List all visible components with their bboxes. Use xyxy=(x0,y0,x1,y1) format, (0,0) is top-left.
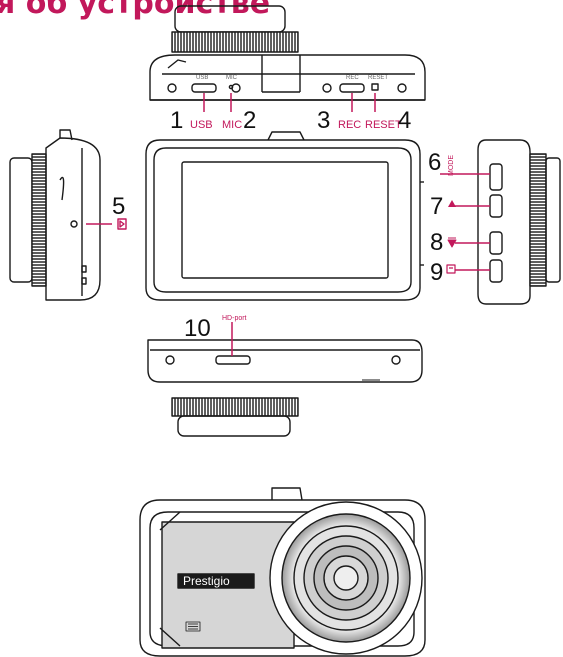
right-side-view xyxy=(477,139,561,305)
callout-10-number: 10 xyxy=(184,315,211,342)
power-button xyxy=(489,259,503,283)
callout-4-label: RESET xyxy=(365,119,402,131)
down-arrow-icon xyxy=(447,237,457,248)
reset-button xyxy=(371,83,379,91)
up-button xyxy=(489,194,503,218)
up-arrow-icon xyxy=(448,200,456,207)
mode-print: MODE xyxy=(448,155,455,176)
usb-print: USB xyxy=(196,75,208,81)
callout-2-number: 2 xyxy=(243,107,256,134)
callout-9-number: 9 xyxy=(430,259,443,286)
callout-5-number: 5 xyxy=(112,193,125,220)
lcd-screen xyxy=(181,161,389,279)
hdmi-port xyxy=(215,355,251,365)
callout-1-label: USB xyxy=(190,119,213,131)
speaker-grille-icon xyxy=(185,621,201,632)
callout-2-label: MIC xyxy=(222,119,242,131)
sd-slot-mark xyxy=(70,220,78,228)
reset-print: RESET xyxy=(368,75,388,81)
mode-button xyxy=(489,163,503,191)
top-lens-ring xyxy=(171,31,299,53)
page-title: я об устройстве xyxy=(0,0,271,21)
callout-3-label: REC xyxy=(338,119,361,131)
callout-4-number: 4 xyxy=(398,107,411,134)
power-icon xyxy=(446,264,456,274)
screen-view xyxy=(145,131,424,301)
rec-print: REC xyxy=(346,75,359,81)
bottom-view xyxy=(147,339,423,437)
brand-plate xyxy=(177,573,255,589)
callout-3-number: 3 xyxy=(317,107,330,134)
lens-view: Prestigio xyxy=(139,487,426,657)
top-view: USB MIC REC RESET xyxy=(149,5,426,101)
usb-port xyxy=(191,83,217,93)
brand-logo: Prestigio xyxy=(183,574,230,588)
sd-card-icon xyxy=(117,218,127,230)
rec-button xyxy=(339,83,365,93)
mic-print: MIC xyxy=(226,75,238,81)
bottom-lens-ring xyxy=(171,397,299,417)
callout-10-label: HD-port xyxy=(222,315,247,322)
callout-6-number: 6 xyxy=(428,149,441,176)
down-button xyxy=(489,231,503,255)
callout-8-number: 8 xyxy=(430,229,443,256)
left-side-view xyxy=(9,129,101,301)
callout-1-number: 1 xyxy=(170,107,183,134)
callout-7-number: 7 xyxy=(430,193,443,220)
mic-hole xyxy=(228,84,234,90)
